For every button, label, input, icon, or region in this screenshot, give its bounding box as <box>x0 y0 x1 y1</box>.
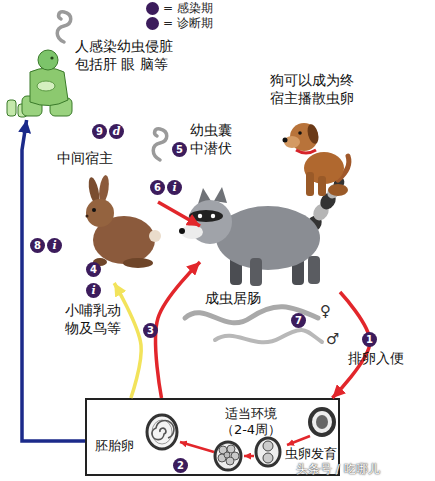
rabbit <box>149 230 161 242</box>
human-figure <box>30 68 68 106</box>
human-figure <box>38 50 58 70</box>
raccoon <box>216 206 320 270</box>
dog <box>296 150 316 153</box>
dog <box>306 172 314 196</box>
rabbit <box>123 258 153 268</box>
rabbit <box>86 199 114 227</box>
callout-number: 9 <box>92 124 107 139</box>
stage-icon: i <box>86 283 101 298</box>
egg-stages <box>244 455 254 458</box>
legend-icon <box>146 17 159 30</box>
egg-stages <box>316 415 328 429</box>
stage-icon: i <box>167 180 182 195</box>
raccoon <box>211 214 215 218</box>
stage-icon: i <box>47 238 62 253</box>
dog <box>306 123 321 145</box>
callout-number: 1 <box>362 332 377 347</box>
callout-number: 6 <box>150 180 165 195</box>
adult-worms <box>185 307 322 343</box>
callout-number: 3 <box>143 323 158 338</box>
egg-stages <box>256 438 280 466</box>
human-figure <box>7 50 72 117</box>
human-host: 人感染幼虫侵脏 包括肝 眼 脑等 <box>5 38 185 120</box>
stage-icon: d <box>109 124 124 139</box>
egg-stages <box>287 436 310 445</box>
callout-number: 4 <box>86 262 101 277</box>
cyst-larva <box>153 129 167 160</box>
dog <box>283 123 349 196</box>
callout-number: 2 <box>173 458 188 473</box>
rabbit <box>92 208 96 212</box>
human-larva <box>57 12 71 42</box>
dog-host: 狗可以成为终 宿主播散虫卵 <box>265 72 385 202</box>
sex-symbol: ♀ <box>320 304 331 319</box>
legend-row: = 诊断期 <box>146 16 213 31</box>
egg-stages <box>152 421 174 440</box>
callout-number: 5 <box>172 142 187 157</box>
node-text: 适当环境 （2-4周） <box>213 406 289 439</box>
callout-number: 8 <box>30 238 45 253</box>
legend-icon <box>146 2 159 15</box>
node-text: 中间宿主 <box>57 150 129 168</box>
life-cycle-arrow <box>114 283 141 398</box>
callout-number: 7 <box>291 313 306 328</box>
raccoon <box>250 258 262 286</box>
human-figure <box>50 56 53 59</box>
life-cycle-arrow <box>156 262 200 398</box>
legend-row: = 感染期 <box>146 1 213 16</box>
human-figure <box>7 100 16 116</box>
sex-symbol: ♂ <box>326 332 339 347</box>
node-text: 小哺乳动 物及鸟等 <box>65 302 127 337</box>
node-text: 狗可以成为终 宿主播散虫卵 <box>270 72 362 107</box>
human-larva <box>57 12 71 42</box>
dog <box>318 176 326 196</box>
egg-stages <box>180 442 214 452</box>
egg-stages <box>310 409 334 435</box>
raccoon <box>308 256 320 284</box>
node-text: 虫卵发育 <box>285 446 341 462</box>
raccoon <box>198 214 202 218</box>
rabbit <box>86 215 89 218</box>
legend-text: = 诊断期 <box>163 16 213 31</box>
node-text: 成虫居肠 <box>205 290 275 308</box>
raccoon <box>179 175 347 286</box>
legend-text: = 感染期 <box>163 1 213 16</box>
raccoon <box>214 187 227 203</box>
dog <box>298 131 302 135</box>
egg-stages <box>224 452 230 458</box>
raccoon <box>179 228 185 234</box>
raccoon <box>189 210 223 222</box>
node-text: 人感染幼虫侵脏 包括肝 眼 脑等 <box>75 38 179 73</box>
node-text: 胚胎卵 <box>95 438 145 454</box>
egg-stages <box>263 441 273 451</box>
egg-stages <box>215 442 241 470</box>
dog <box>328 184 348 196</box>
stage-note: 幼虫囊 中潜伏 <box>190 122 236 157</box>
human-figure <box>37 81 55 91</box>
egg-stages <box>152 420 172 444</box>
egg-stages <box>263 453 273 463</box>
watermark: 头条号 / 吃哪儿 <box>296 461 380 478</box>
raccoon-host: 成虫居肠 <box>200 190 340 310</box>
edge-label: 排卵入便 <box>348 350 404 367</box>
cyst-larva <box>153 129 167 160</box>
adult-worms <box>215 330 322 342</box>
egg-stages <box>147 415 177 449</box>
legend: = 感染期= 诊断期 <box>146 1 213 31</box>
life-cycle-arrow <box>22 120 85 441</box>
dog <box>283 138 288 143</box>
life-cycle-arrow <box>158 202 200 226</box>
